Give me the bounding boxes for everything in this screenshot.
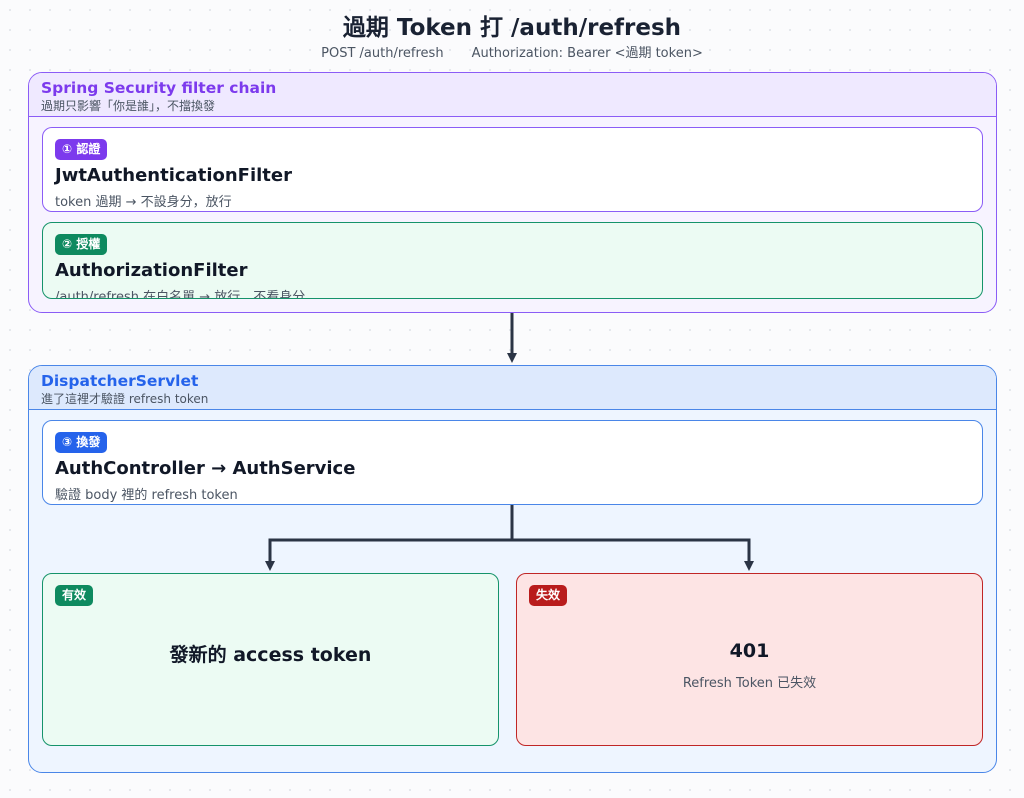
- step-badge-exchange: ③ 換發: [55, 432, 108, 453]
- valid-outcome-card: 有效 發新的 access token: [42, 573, 499, 746]
- status-code-401: 401: [729, 640, 770, 662]
- auth-header: Authorization: Bearer <過期 token>: [471, 46, 703, 61]
- dispatcher-header: DispatcherServlet 進了這裡才驗證 refresh token: [29, 366, 996, 410]
- arrow-controller-to-valid: [265, 505, 514, 571]
- dispatcher-title: DispatcherServlet: [41, 372, 199, 390]
- auth-controller-title: AuthController → AuthService: [55, 458, 356, 479]
- authorization-filter-card: ② 授權 AuthorizationFilter /auth/refresh 在…: [42, 222, 983, 299]
- authorization-filter-title: AuthorizationFilter: [55, 260, 248, 281]
- invalid-outcome-card: 失效 401 Refresh Token 已失效: [516, 573, 983, 746]
- filter-chain-title: Spring Security filter chain: [41, 79, 277, 97]
- auth-controller-desc: 驗證 body 裡的 refresh token: [55, 488, 238, 503]
- jwt-filter-title: JwtAuthenticationFilter: [55, 165, 292, 186]
- auth-controller-card: ③ 換發 AuthController → AuthService 驗證 bod…: [42, 420, 983, 505]
- valid-badge: 有效: [55, 585, 94, 606]
- invalid-badge: 失效: [529, 585, 568, 606]
- filter-chain-header: Spring Security filter chain 過期只影響「你是誰」，…: [29, 73, 996, 117]
- step-badge-authentication: ① 認證: [55, 139, 108, 160]
- dispatcher-subtitle: 進了這裡才驗證 refresh token: [41, 392, 209, 406]
- filter-chain-subtitle: 過期只影響「你是誰」，不擋換發: [41, 99, 216, 113]
- refresh-token-expired-message: Refresh Token 已失效: [682, 676, 817, 691]
- jwt-filter-desc: token 過期 → 不設身分，放行: [55, 195, 232, 210]
- step-badge-authorization: ② 授權: [55, 234, 108, 255]
- arrow-controller-to-invalid: [512, 538, 754, 571]
- jwt-authentication-filter-card: ① 認證 JwtAuthenticationFilter token 過期 → …: [42, 127, 983, 212]
- authorization-filter-desc: /auth/refresh 在白名單 → 放行，不看身分: [55, 290, 306, 299]
- page-title: 過期 Token 打 /auth/refresh: [342, 15, 682, 41]
- page-subtitle: POST /auth/refresh Authorization: Bearer …: [0, 42, 1024, 61]
- request-line: POST /auth/refresh: [321, 46, 444, 61]
- new-access-token-text: 發新的 access token: [169, 644, 372, 666]
